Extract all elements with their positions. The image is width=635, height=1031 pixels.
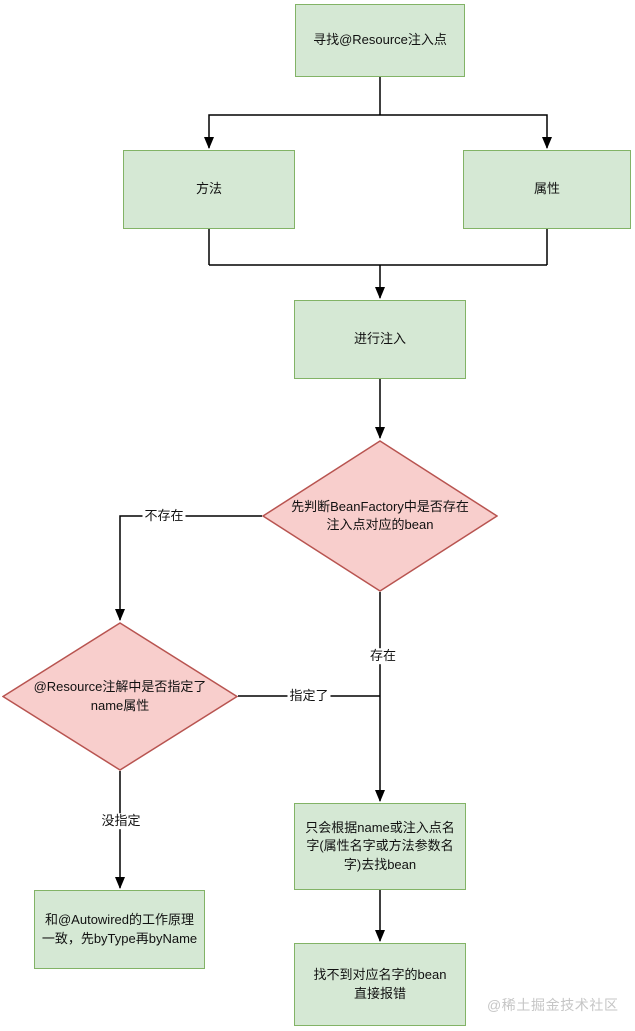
node-method: 方法 [123, 150, 295, 229]
node-label: 找不到对应名字的bean 直接报错 [313, 967, 447, 1001]
node-label: @Resource注解中是否指定了 name属性 [33, 679, 207, 713]
node-label: 寻找@Resource注入点 [313, 32, 447, 48]
edge-label-exists: 存在 [367, 648, 399, 664]
node-lookup-by-name: 只会根据name或注入点名 字(属性名字或方法参数名 字)去找bean [294, 803, 466, 890]
node-perform-injection: 进行注入 [294, 300, 466, 379]
edge-label-specified: 指定了 [287, 688, 331, 704]
diamond-shape [2, 622, 238, 771]
edge-not-exists [115, 515, 262, 621]
node-label: 先判断BeanFactory中是否存在 注入点对应的bean [291, 498, 469, 532]
node-label: 属性 [533, 181, 560, 197]
node-label: 进行注入 [353, 331, 406, 347]
node-name-attribute-specified: @Resource注解中是否指定了 name属性 [2, 622, 238, 771]
edge-label-not-exists: 不存在 [142, 508, 186, 524]
diamond-shape [262, 440, 498, 592]
node-beanfactory-contains-bean: 先判断BeanFactory中是否存在 注入点对应的bean [262, 440, 498, 592]
edge-split-to-method [204, 114, 380, 149]
watermark: @稀土掘金技术社区 [487, 997, 619, 1013]
node-find-injection-point: 寻找@Resource注入点 [295, 4, 465, 77]
node-error-when-not-found: 找不到对应名字的bean 直接报错 [294, 943, 466, 1026]
node-label: 方法 [195, 181, 222, 197]
node-property: 属性 [463, 150, 631, 229]
node-label: 和@Autowired的工作原理 一致，先byType再byName [41, 912, 198, 946]
node-autowired-like-lookup: 和@Autowired的工作原理 一致，先byType再byName [34, 890, 205, 969]
edge-label-not-specified: 没指定 [99, 813, 143, 829]
edge-split-to-property [380, 114, 552, 149]
node-label: 只会根据name或注入点名 字(属性名字或方法参数名 字)去找bean [305, 820, 455, 872]
